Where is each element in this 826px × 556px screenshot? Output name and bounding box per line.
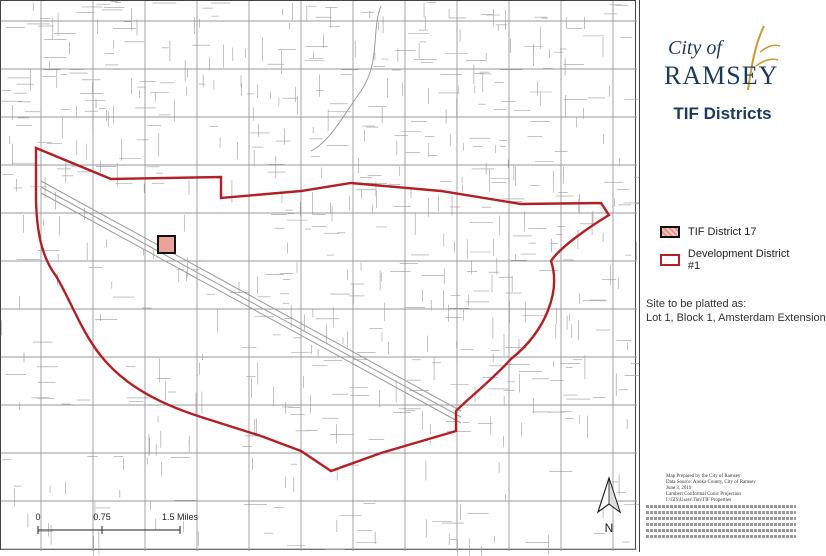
legend-item-tif: TIF District 17	[660, 226, 756, 238]
logo-line1: City of	[668, 37, 724, 59]
scale-ruler-icon	[37, 526, 181, 534]
credits-line: I:\GIS\Users\Tim\TIF Properties	[666, 498, 732, 503]
site-note: Site to be platted as: Lot 1, Block 1, A…	[646, 297, 826, 325]
legend-panel: City of RAMSEY TIF Districts TIF Distric…	[639, 0, 826, 552]
site-note-line2: Lot 1, Block 1, Amsterdam Extension	[646, 312, 826, 324]
boundary-swatch-icon	[660, 254, 680, 266]
map-panel[interactable]	[0, 0, 657, 556]
wheat-icon	[747, 25, 765, 91]
development-district-boundary	[34, 146, 611, 473]
legend-label-tif: TIF District 17	[688, 226, 757, 238]
scale-label-075: 0.75	[93, 512, 111, 522]
map-title: TIF Districts	[673, 104, 772, 123]
logo-line2: RAMSEY	[664, 61, 778, 90]
credits-line: Lambert Conformal Conic Projection	[666, 492, 741, 497]
street-network	[1, 1, 657, 556]
highway-line-north	[40, 180, 462, 412]
site-note-line1: Site to be platted as:	[646, 298, 747, 310]
curving-road-north	[310, 5, 382, 152]
legend-label-development: Development District #1	[687, 248, 790, 272]
scale-label-15: 1.5 Miles	[161, 512, 199, 522]
scale-bar: 0 0.75 1.5 Miles	[35, 512, 218, 542]
disclaimer-fineprint	[646, 505, 796, 538]
scale-label-0: 0	[35, 512, 41, 522]
north-label: N	[604, 521, 614, 535]
legend-item-development: Development District #1	[660, 248, 804, 272]
railroad-line	[40, 186, 462, 418]
credits-line: Data Source: Anoka County, City of Ramse…	[666, 480, 756, 485]
tif-district-17-parcel[interactable]	[157, 235, 176, 254]
tif-hatch-swatch-icon	[660, 226, 680, 238]
north-arrow: N	[596, 476, 622, 535]
highway-line-south	[40, 192, 462, 424]
map-credits: Map Prepared by the City of Ramsey Data …	[666, 474, 756, 504]
north-arrow-icon	[596, 476, 622, 514]
city-logo: City of RAMSEY	[660, 22, 784, 94]
credits-line: Map Prepared by the City of Ramsey	[666, 474, 741, 479]
credits-line: June 3, 2019	[666, 486, 692, 491]
